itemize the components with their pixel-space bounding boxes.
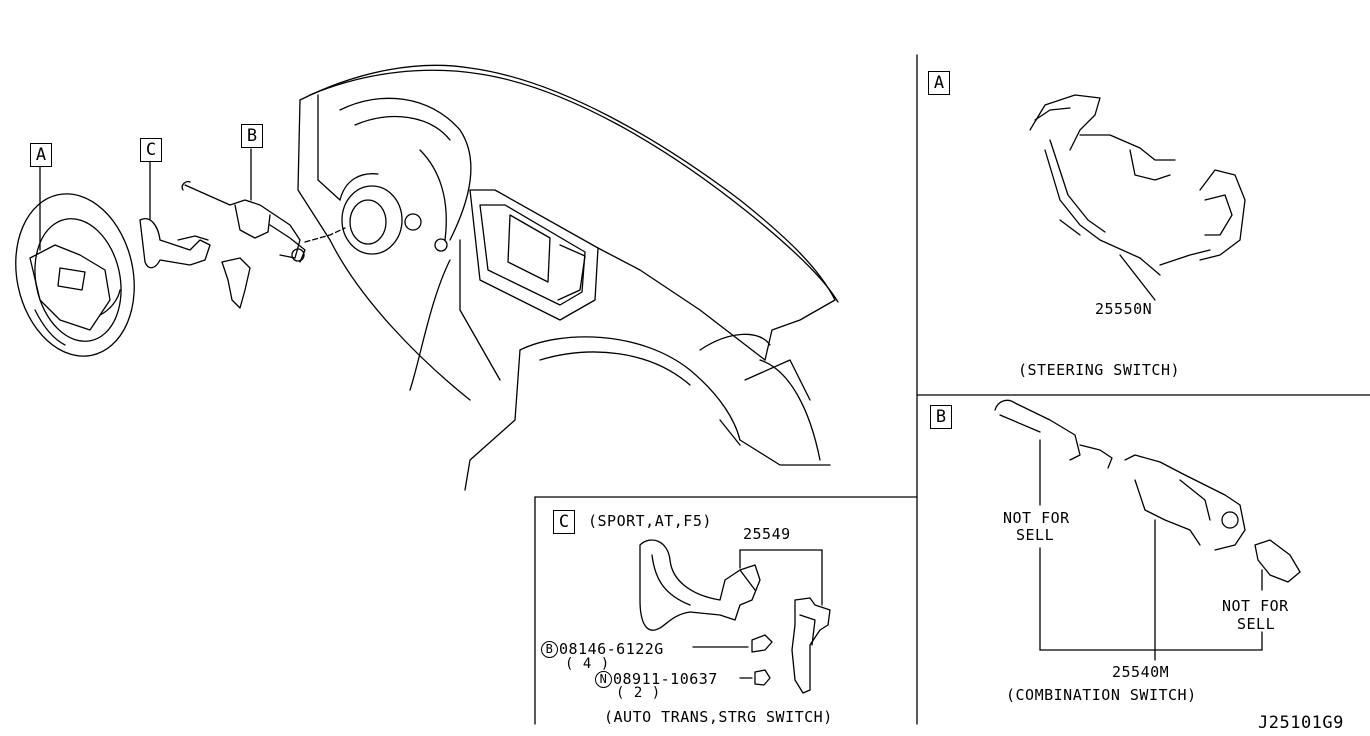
combination-switch-drawing	[994, 399, 1301, 661]
panel-b-box: B	[930, 405, 952, 429]
not-for-sell-left-line2: SELL	[1016, 526, 1055, 544]
panel-b-caption: (COMBINATION SWITCH)	[1006, 686, 1197, 704]
part-number-25550n: 25550N	[1095, 300, 1153, 318]
steering-wheel-drawing	[15, 193, 135, 357]
panel-a-caption: (STEERING SWITCH)	[1018, 361, 1181, 379]
bolt-part-number: 08146-6122G	[559, 640, 664, 658]
not-for-sell-right-line2: SELL	[1237, 615, 1276, 633]
nut-quantity: ( 2 )	[616, 685, 661, 701]
diagram-id: J25101G9	[1258, 713, 1344, 733]
bolt-symbol: B	[541, 641, 558, 658]
panel-c-caption: (AUTO TRANS,STRG SWITCH)	[604, 708, 833, 726]
panel-c-box: C	[553, 510, 575, 534]
panel-c-variant: (SPORT,AT,F5)	[588, 512, 712, 530]
callout-box-b: B	[241, 124, 263, 148]
dashboard-drawing	[297, 64, 839, 491]
nut-part-number: 08911-10637	[613, 670, 718, 688]
callout-box-c: C	[140, 138, 162, 162]
panel-a-box: A	[928, 71, 950, 95]
part-number-25549: 25549	[743, 525, 791, 543]
overview-leaders	[39, 148, 346, 251]
panel-borders	[534, 54, 1370, 725]
not-for-sell-right-line1: NOT FOR	[1222, 597, 1289, 615]
not-for-sell-left-line1: NOT FOR	[1003, 509, 1070, 527]
paddle-small-drawing	[139, 218, 251, 309]
paddle-shifter-drawing	[639, 539, 831, 694]
callout-box-a: A	[30, 143, 52, 167]
steering-switch-drawing	[1029, 94, 1246, 301]
nut-symbol: N	[595, 671, 612, 688]
combination-switch-small-drawing	[181, 180, 306, 263]
bolt-quantity: ( 4 )	[565, 656, 610, 672]
part-number-25540m: 25540M	[1112, 663, 1170, 681]
